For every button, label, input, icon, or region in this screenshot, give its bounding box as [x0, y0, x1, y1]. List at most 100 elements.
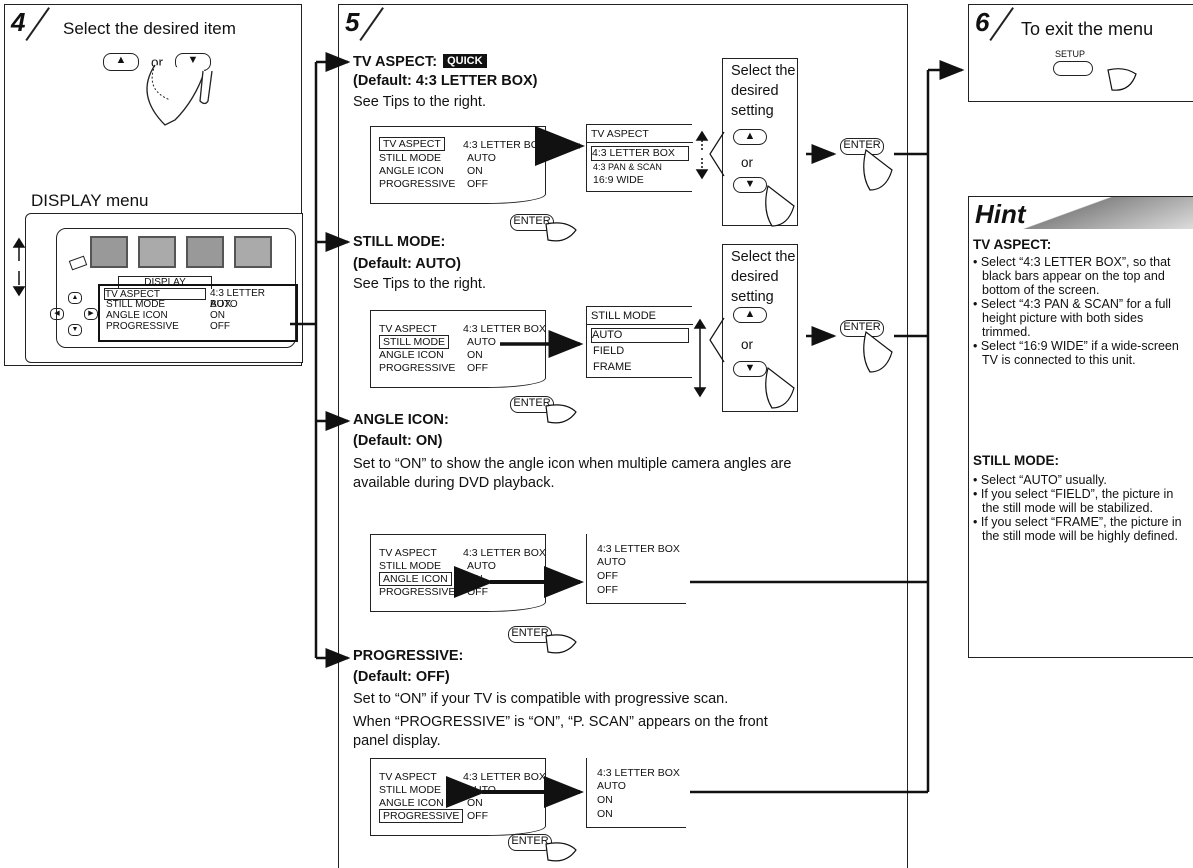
label: ANGLE ICON [379, 572, 452, 586]
val-1: 4:3 LETTER BOX [463, 139, 546, 152]
down-button[interactable]: ▼ [733, 177, 767, 193]
row-progressive: PROGRESSIVE [379, 178, 455, 191]
row-angle-icon: ANGLE ICON [379, 573, 452, 586]
tv-aspect-default: (Default: 4:3 LETTER BOX) [353, 73, 537, 89]
angle-icon-default: (Default: ON) [353, 433, 442, 449]
result-3: OFF [597, 570, 618, 583]
angle-icon-result: 4:3 LETTER BOX AUTO OFF OFF [586, 534, 686, 604]
progressive-default: (Default: OFF) [353, 669, 450, 685]
hint-item: • Select “4:3 LETTER BOX”, so that black… [973, 255, 1193, 297]
step6-panel: 6 To exit the menu SETUP [968, 4, 1193, 102]
up-button[interactable]: ▲ [733, 129, 767, 145]
result-1: 4:3 LETTER BOX [597, 767, 680, 780]
progressive-desc1: Set to “ON” if your TV is compatible wit… [353, 691, 728, 707]
val-2: AUTO [467, 336, 496, 349]
progressive-desc2: When “PROGRESSIVE” is “ON”, “P. SCAN” ap… [353, 713, 793, 751]
step4-panel: 4 Select the desired item ▲ or ▼ DISPLAY… [4, 4, 302, 366]
option-2[interactable]: 4:3 PAN & SCAN [593, 161, 662, 174]
dpad-down-icon[interactable]: ▼ [68, 324, 82, 336]
or-label: or [741, 337, 753, 352]
up-button[interactable]: ▲ [733, 307, 767, 323]
option-1[interactable]: 4:3 LETTER BOX [591, 146, 689, 161]
divider [587, 324, 693, 325]
label: PROGRESSIVE [379, 809, 463, 823]
still-mode-default: (Default: AUTO) [353, 256, 461, 272]
still-mode-heading: STILL MODE: [353, 234, 445, 250]
row-tv-aspect: TV ASPECT [379, 771, 437, 784]
hint-panel: Hint TV ASPECT: • Select “4:3 LETTER BOX… [968, 196, 1193, 658]
divider [587, 142, 693, 143]
row-progressive: PROGRESSIVE [379, 586, 455, 599]
angle-icon-desc: Set to “ON” to show the angle icon when … [353, 455, 803, 493]
enter-button[interactable]: ENTER [840, 320, 884, 337]
row-still-mode: STILL MODE [379, 560, 441, 573]
select-prompt: Select the desired setting [731, 61, 797, 121]
angle-icon-heading: ANGLE ICON: [353, 412, 449, 428]
hint-item: • Select “4:3 PAN & SCAN” for a full hei… [973, 297, 1193, 339]
hint-item: • If you select “FIELD”, the picture in … [973, 487, 1193, 515]
thumbnail-2-icon [138, 236, 176, 268]
val-2: AUTO [467, 152, 496, 165]
hint-still-mode-heading: STILL MODE: [973, 453, 1059, 468]
result-2: AUTO [597, 780, 626, 793]
dpad-up-icon[interactable]: ▲ [68, 292, 82, 304]
dpad-left-icon[interactable]: ◀ [50, 308, 64, 320]
option-3[interactable]: 16:9 WIDE [593, 174, 644, 187]
result-4: ON [597, 808, 613, 821]
row-progressive: PROGRESSIVE [379, 362, 455, 375]
option-1[interactable]: AUTO [591, 328, 689, 343]
option-3[interactable]: FRAME [593, 361, 632, 374]
enter-button[interactable]: ENTER [510, 214, 554, 231]
hint-tv-aspect-list: • Select “4:3 LETTER BOX”, so that black… [973, 255, 1193, 367]
option-2[interactable]: FIELD [593, 345, 624, 358]
row-tv-aspect: TV ASPECT [379, 547, 437, 560]
enter-button[interactable]: ENTER [508, 626, 552, 643]
val-2: AUTO [467, 560, 496, 573]
step6-number: 6 [975, 7, 989, 38]
thumbnail-1-icon [90, 236, 128, 268]
step-divider [359, 7, 384, 41]
progressive-heading: PROGRESSIVE: [353, 648, 463, 664]
tv-aspect-heading: TV ASPECT: QUICK [353, 54, 487, 70]
tv-aspect-menu: TV ASPECT STILL MODE ANGLE ICON PROGRESS… [370, 126, 546, 204]
option-text: 4:3 LETTER BOX [592, 147, 675, 159]
quick-badge: QUICK [443, 54, 486, 68]
hand-icon [5, 5, 305, 105]
result-1: 4:3 LETTER BOX [597, 543, 680, 556]
thumbnail-4-icon [234, 236, 272, 268]
down-button[interactable]: ▼ [733, 361, 767, 377]
menu-highlight-frame [98, 284, 298, 342]
submenu-title: TV ASPECT [591, 128, 649, 141]
label: STILL MODE [379, 335, 449, 349]
select-setting-box-2: Select the desired setting ▲ or ▼ [722, 244, 798, 412]
row-tv-aspect: TV ASPECT [379, 323, 437, 336]
select-setting-box-1: Select the desired setting ▲ or ▼ [722, 58, 798, 226]
hint-item: • Select “AUTO” usually. [973, 473, 1193, 487]
still-mode-submenu: STILL MODE AUTO FIELD FRAME [586, 306, 692, 378]
tv-screen: DISPLAY TV ASPECT 4:3 LETTER BOX STILL M… [25, 213, 303, 363]
setup-button[interactable] [1053, 61, 1093, 76]
thumbnail-3-icon [186, 236, 224, 268]
progressive-menu: TV ASPECT STILL MODE ANGLE ICON PROGRESS… [370, 758, 546, 836]
row-angle-icon: ANGLE ICON [379, 797, 444, 810]
val-1: 4:3 LETTER BOX [463, 323, 546, 336]
enter-button[interactable]: ENTER [510, 396, 554, 413]
enter-button[interactable]: ENTER [840, 138, 884, 155]
val-3: ON [467, 573, 483, 586]
row-angle-icon: ANGLE ICON [379, 165, 444, 178]
step5-number: 5 [345, 7, 359, 38]
val-1: 4:3 LETTER BOX [463, 771, 546, 784]
dpad-right-icon[interactable]: ▶ [84, 308, 98, 320]
val-4: OFF [467, 362, 488, 375]
or-label: or [741, 155, 753, 170]
heading-text: TV ASPECT: [353, 54, 437, 70]
progressive-result: 4:3 LETTER BOX AUTO ON ON [586, 758, 686, 828]
angle-icon-menu: TV ASPECT STILL MODE ANGLE ICON PROGRESS… [370, 534, 546, 612]
submenu-title: STILL MODE [591, 310, 656, 323]
result-2: AUTO [597, 556, 626, 569]
row-still-mode: STILL MODE [379, 336, 449, 349]
result-3: ON [597, 794, 613, 807]
enter-button[interactable]: ENTER [508, 834, 552, 851]
hint-title: Hint [975, 199, 1026, 230]
val-4: OFF [467, 810, 488, 823]
